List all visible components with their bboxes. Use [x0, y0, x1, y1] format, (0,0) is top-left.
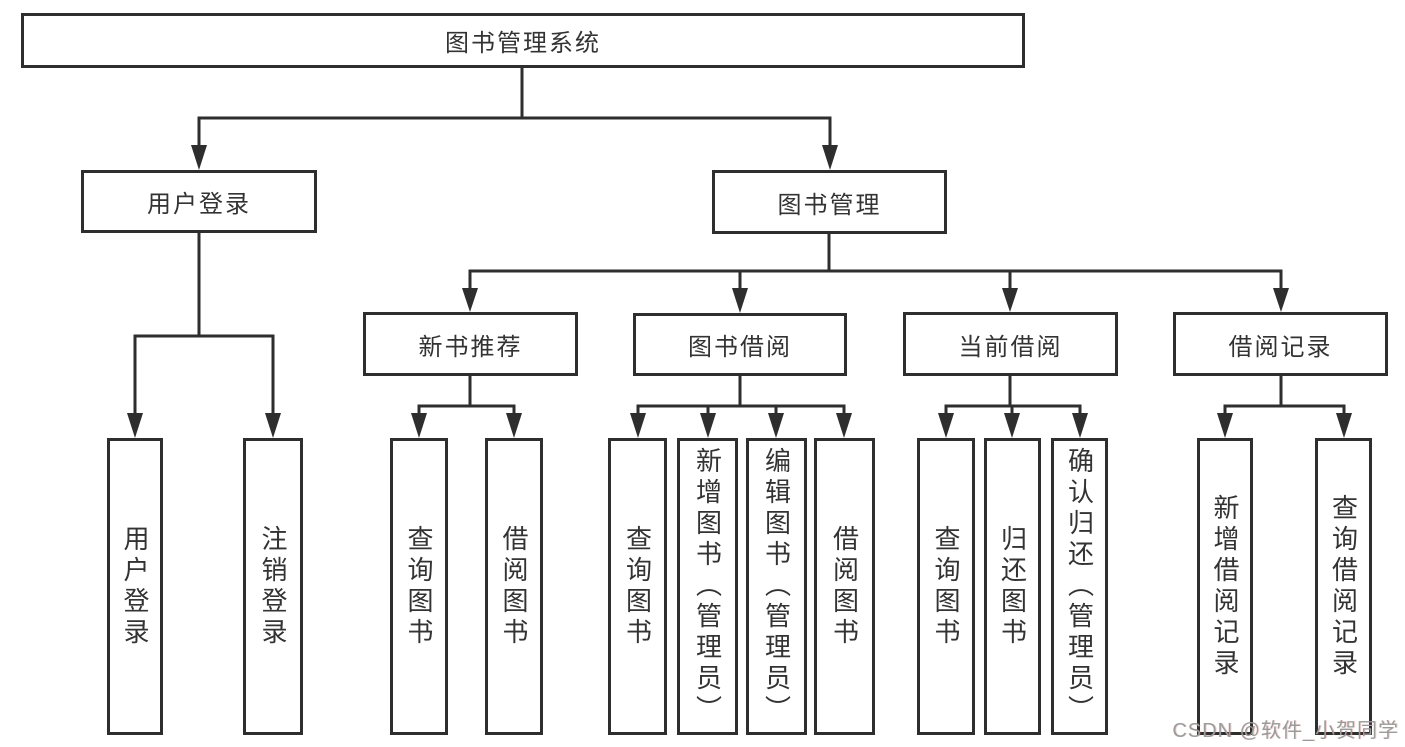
arrowhead [1072, 413, 1088, 438]
node-leaf-borrow-query-book-label: 查询图书 [622, 524, 653, 649]
arrowhead [1002, 288, 1018, 312]
node-user-login-label: 用户登录 [147, 191, 251, 218]
node-root: 图书管理系统 [21, 13, 1025, 68]
node-leaf-edit-book-admin: 编辑图书（管理员） [746, 438, 807, 735]
node-book-mgmt-label: 图书管理 [777, 191, 882, 219]
node-leaf-rec-query-book: 查询图书 [390, 438, 448, 735]
arrowhead [836, 413, 852, 438]
arrowhead [1217, 413, 1233, 438]
connector-user-login-children [127, 233, 281, 438]
node-leaf-add-borrow-record-label: 新增借阅记录 [1210, 493, 1240, 680]
node-leaf-confirm-return-admin: 确认归还（管理员） [1051, 438, 1108, 735]
node-leaf-edit-book-admin-label: 编辑图书（管理员） [761, 447, 792, 726]
node-leaf-rec-borrow-book: 借阅图书 [485, 438, 543, 735]
arrowhead [127, 413, 143, 438]
arrowhead [411, 413, 427, 438]
node-leaf-query-borrow-record: 查询借阅记录 [1315, 438, 1372, 735]
node-leaf-rec-borrow-book-label: 借阅图书 [499, 524, 529, 649]
node-leaf-rec-query-book-label: 查询图书 [404, 524, 434, 649]
node-user-login: 用户登录 [81, 170, 317, 233]
node-leaf-current-query-book-label: 查询图书 [931, 524, 961, 649]
node-book-borrow-label: 图书借阅 [688, 334, 792, 361]
arrowhead [732, 288, 748, 313]
arrowhead [822, 145, 838, 170]
connector-book-borrow-children [630, 376, 852, 438]
node-leaf-user-login: 用户登录 [107, 438, 163, 735]
node-current-borrow-label: 当前借阅 [958, 333, 1063, 361]
connector-book-mgmt-children [462, 234, 1289, 313]
node-current-borrow: 当前借阅 [903, 312, 1118, 376]
node-leaf-borrow-book: 借阅图书 [814, 438, 875, 735]
node-leaf-current-query-book: 查询图书 [917, 438, 975, 735]
node-borrow-record: 借阅记录 [1173, 312, 1388, 376]
node-leaf-add-book-admin-label: 新增图书（管理员） [692, 447, 723, 726]
node-leaf-borrow-query-book: 查询图书 [608, 438, 667, 735]
node-leaf-query-borrow-record-label: 查询借阅记录 [1328, 493, 1359, 680]
node-leaf-add-book-admin: 新增图书（管理员） [677, 438, 738, 735]
arrowhead [265, 413, 281, 438]
node-leaf-add-borrow-record: 新增借阅记录 [1197, 438, 1253, 735]
csdn-watermark: CSDN @软件_小贺同学 [1172, 720, 1399, 742]
connector-borrow-record-children [1217, 376, 1352, 438]
node-leaf-return-book: 归还图书 [984, 438, 1041, 735]
arrowhead [630, 413, 646, 438]
arrowhead [1004, 413, 1020, 438]
arrowhead [938, 413, 954, 438]
arrowhead [1336, 413, 1352, 438]
arrowhead [1273, 288, 1289, 312]
arrowhead [768, 413, 784, 438]
arrowhead [462, 288, 478, 312]
node-book-mgmt: 图书管理 [712, 170, 947, 234]
node-leaf-logout-label: 注销登录 [258, 524, 288, 649]
node-root-label: 图书管理系统 [445, 30, 601, 57]
node-new-book-rec-label: 新书推荐 [418, 333, 523, 361]
connector-current-borrow-children [938, 376, 1088, 438]
node-borrow-record-label: 借阅记录 [1228, 333, 1333, 361]
node-leaf-confirm-return-admin-label: 确认归还（管理员） [1064, 447, 1095, 726]
node-book-borrow: 图书借阅 [633, 313, 847, 376]
connector-new-book-rec-children [411, 376, 522, 438]
node-leaf-return-book-label: 归还图书 [997, 524, 1028, 649]
arrowhead [506, 413, 522, 438]
arrowhead [191, 145, 207, 170]
node-leaf-borrow-book-label: 借阅图书 [829, 524, 860, 649]
node-new-book-rec: 新书推荐 [363, 312, 578, 376]
node-leaf-user-login-label: 用户登录 [120, 524, 150, 649]
node-leaf-logout: 注销登录 [243, 438, 303, 735]
arrowhead [700, 413, 716, 438]
connector-root-to-level2 [191, 68, 838, 170]
